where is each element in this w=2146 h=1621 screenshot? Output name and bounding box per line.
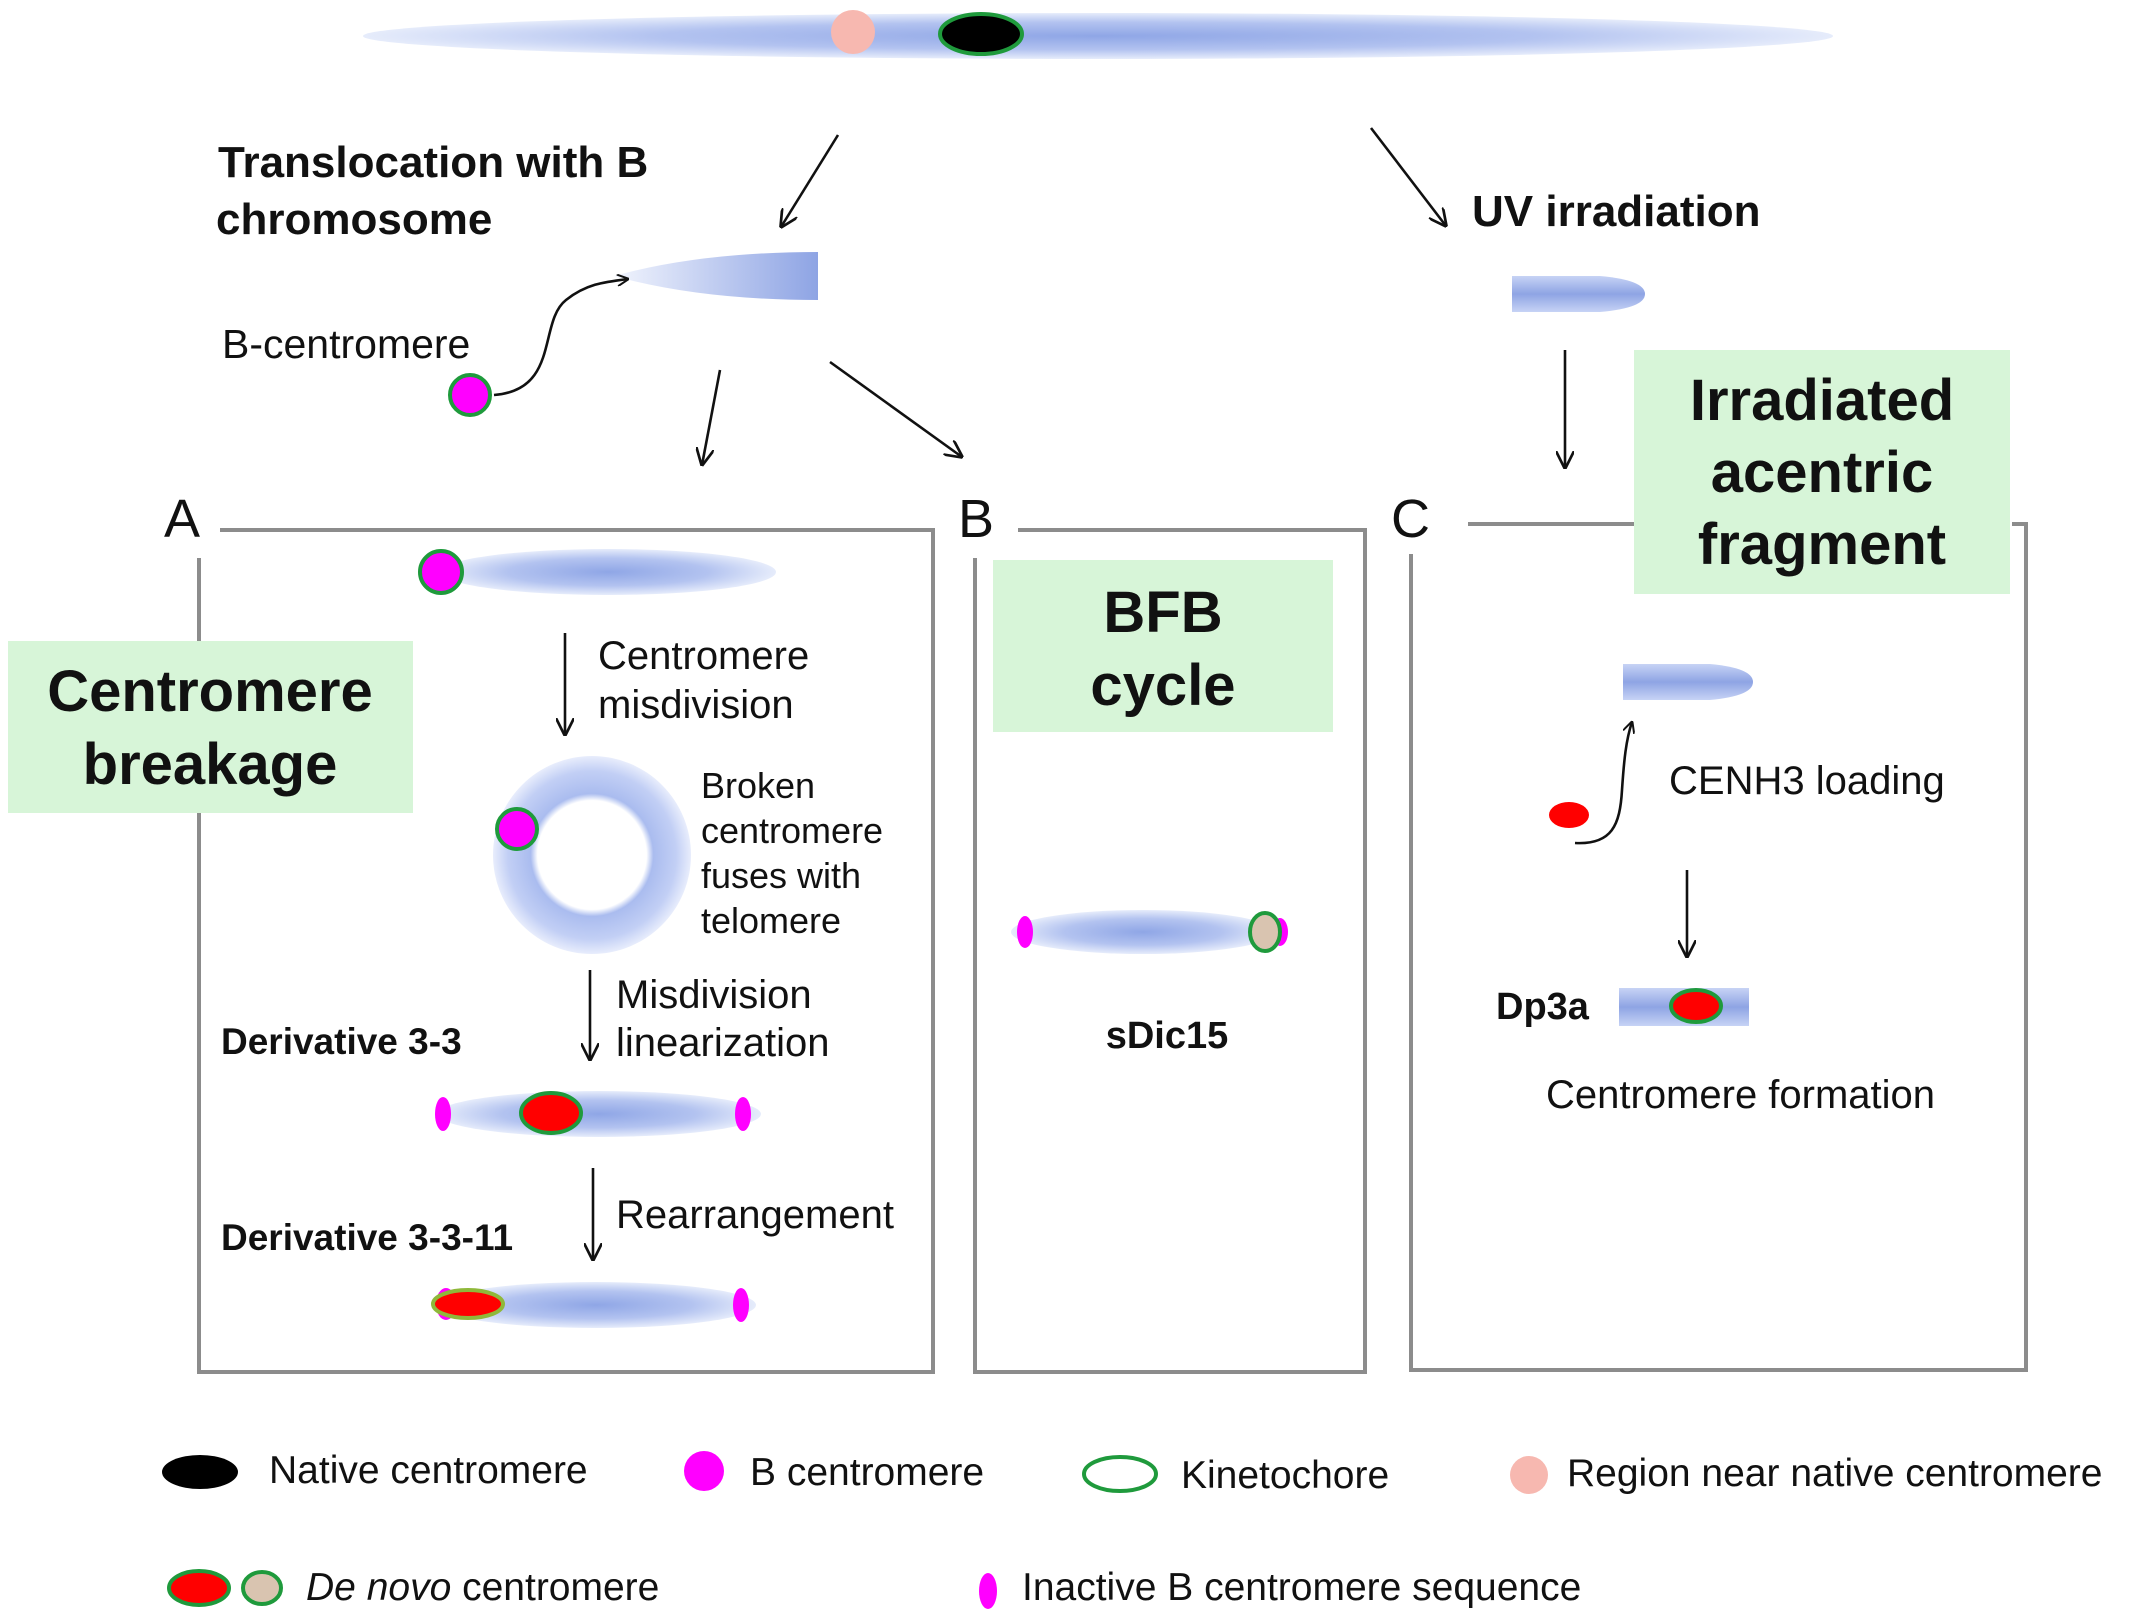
panel-c-title-line2: acentric — [1711, 440, 1933, 505]
legend-b-centromere-icon — [684, 1451, 724, 1491]
cenh3-dot — [1549, 802, 1589, 828]
legend-de-novo-tan-icon — [241, 1570, 283, 1606]
legend-b-centromere-label: B centromere — [750, 1451, 984, 1494]
ring-label-line3: fuses with — [701, 855, 861, 896]
top-chromosome-body — [363, 13, 1833, 59]
step3-label: Rearrangement — [616, 1193, 894, 1237]
panel-a-title-box — [8, 641, 413, 813]
legend-inactive-b-icon — [979, 1573, 997, 1609]
cenh3-loading-label: CENH3 loading — [1669, 759, 1945, 803]
panel-a-frame — [197, 528, 935, 1374]
panel-a-title-line1: Centromere — [47, 659, 373, 724]
arrow-to-uv — [1369, 127, 1446, 226]
legend-region-near-native-icon — [1510, 1456, 1548, 1494]
legend-de-novo-italic: De novo — [306, 1566, 451, 1609]
panel-c-frame — [1409, 522, 2028, 1372]
step2-label-line2: linearization — [616, 1021, 829, 1065]
native-centromere — [938, 12, 1024, 56]
sdic15-label: sDic15 — [1106, 1015, 1229, 1057]
legend-native-centromere-icon — [162, 1455, 238, 1489]
derivative-3-3-chromosome — [437, 1091, 761, 1137]
panel-c-title-line1: Irradiated — [1690, 368, 1954, 433]
legend-de-novo-rest: centromere — [451, 1566, 659, 1609]
ring-label-line1: Broken — [701, 765, 815, 806]
derivative-3-3-inactive-left — [435, 1097, 451, 1131]
legend-de-novo-red-icon — [167, 1569, 231, 1607]
legend-kinetochore-icon — [1082, 1455, 1158, 1493]
cenh3-loading-arrow — [1574, 722, 1632, 845]
derivative-3-3-11-de-novo-centromere — [431, 1288, 505, 1320]
panel-c-acentric-fragment — [1623, 664, 1753, 700]
step1-label-line2: misdivision — [598, 683, 794, 727]
derivative-3-3-11-chromosome — [436, 1282, 756, 1328]
derivative-3-3-11-label: Derivative 3-3-11 — [221, 1217, 513, 1258]
ring-label-line2: centromere — [701, 810, 883, 851]
dp3a-de-novo-centromere — [1669, 988, 1723, 1024]
top-chromosome — [363, 10, 1833, 59]
panel-c-title-line3: fragment — [1698, 512, 1946, 577]
panel-a-letter: A — [164, 489, 200, 549]
derivative-3-3-11-inactive-right — [733, 1288, 749, 1322]
arrow-to-panel-a — [702, 369, 722, 465]
derivative-3-3-de-novo-centromere — [519, 1091, 583, 1135]
panel-c-title-box — [1634, 350, 2010, 594]
legend: Native centromere B centromere Kinetocho… — [162, 1449, 2102, 1609]
arrow-to-translocation — [781, 134, 840, 227]
panel-b-frame — [973, 528, 1367, 1374]
panel-a-b-centromere — [418, 549, 464, 595]
panel-c-letter: C — [1391, 489, 1430, 549]
sdic15-chromosome — [1011, 910, 1275, 954]
legend-inactive-b-label: Inactive B centromere sequence — [1022, 1566, 1581, 1609]
panel-a-chromosome-start — [440, 549, 776, 595]
panel-b-title-box — [993, 560, 1333, 732]
arrow-to-panel-b — [829, 360, 962, 457]
b-centromere-dot — [448, 373, 492, 417]
legend-native-centromere-label: Native centromere — [269, 1449, 588, 1492]
panel-b-letter: B — [958, 489, 994, 549]
legend-de-novo-label: De novo centromere — [306, 1566, 659, 1609]
sdic15-inactive-left — [1017, 916, 1033, 948]
translocation-label-line2: chromosome — [216, 195, 492, 244]
step2-label-line1: Misdivision — [616, 973, 812, 1017]
b-centromere-insertion-arrow — [493, 279, 628, 397]
derivative-3-3-label: Derivative 3-3 — [221, 1021, 462, 1062]
uv-fragment — [1512, 276, 1645, 312]
translocation-fragment — [614, 252, 818, 300]
sdic15-de-novo-centromere — [1248, 911, 1282, 953]
ring-b-centromere — [495, 807, 539, 851]
ring-chromosome — [493, 756, 691, 954]
panel-b-title-line2: cycle — [1090, 653, 1235, 718]
ring-label-line4: telomere — [701, 900, 841, 941]
dp3a-label: Dp3a — [1496, 986, 1590, 1028]
legend-region-near-native-label: Region near native centromere — [1567, 1452, 2102, 1495]
centromere-formation-label: Centromere formation — [1546, 1073, 1935, 1117]
translocation-label-line1: Translocation with B — [218, 138, 648, 187]
step1-label-line1: Centromere — [598, 634, 809, 678]
derivative-3-3-inactive-right — [735, 1097, 751, 1131]
panel-a-title-line2: breakage — [83, 732, 338, 797]
panel-b-title-line1: BFB — [1103, 580, 1222, 645]
region-near-native-centromere — [831, 10, 875, 54]
b-centromere-label: B-centromere — [222, 321, 470, 367]
uv-label: UV irradiation — [1472, 187, 1761, 236]
legend-kinetochore-label: Kinetochore — [1181, 1454, 1389, 1497]
